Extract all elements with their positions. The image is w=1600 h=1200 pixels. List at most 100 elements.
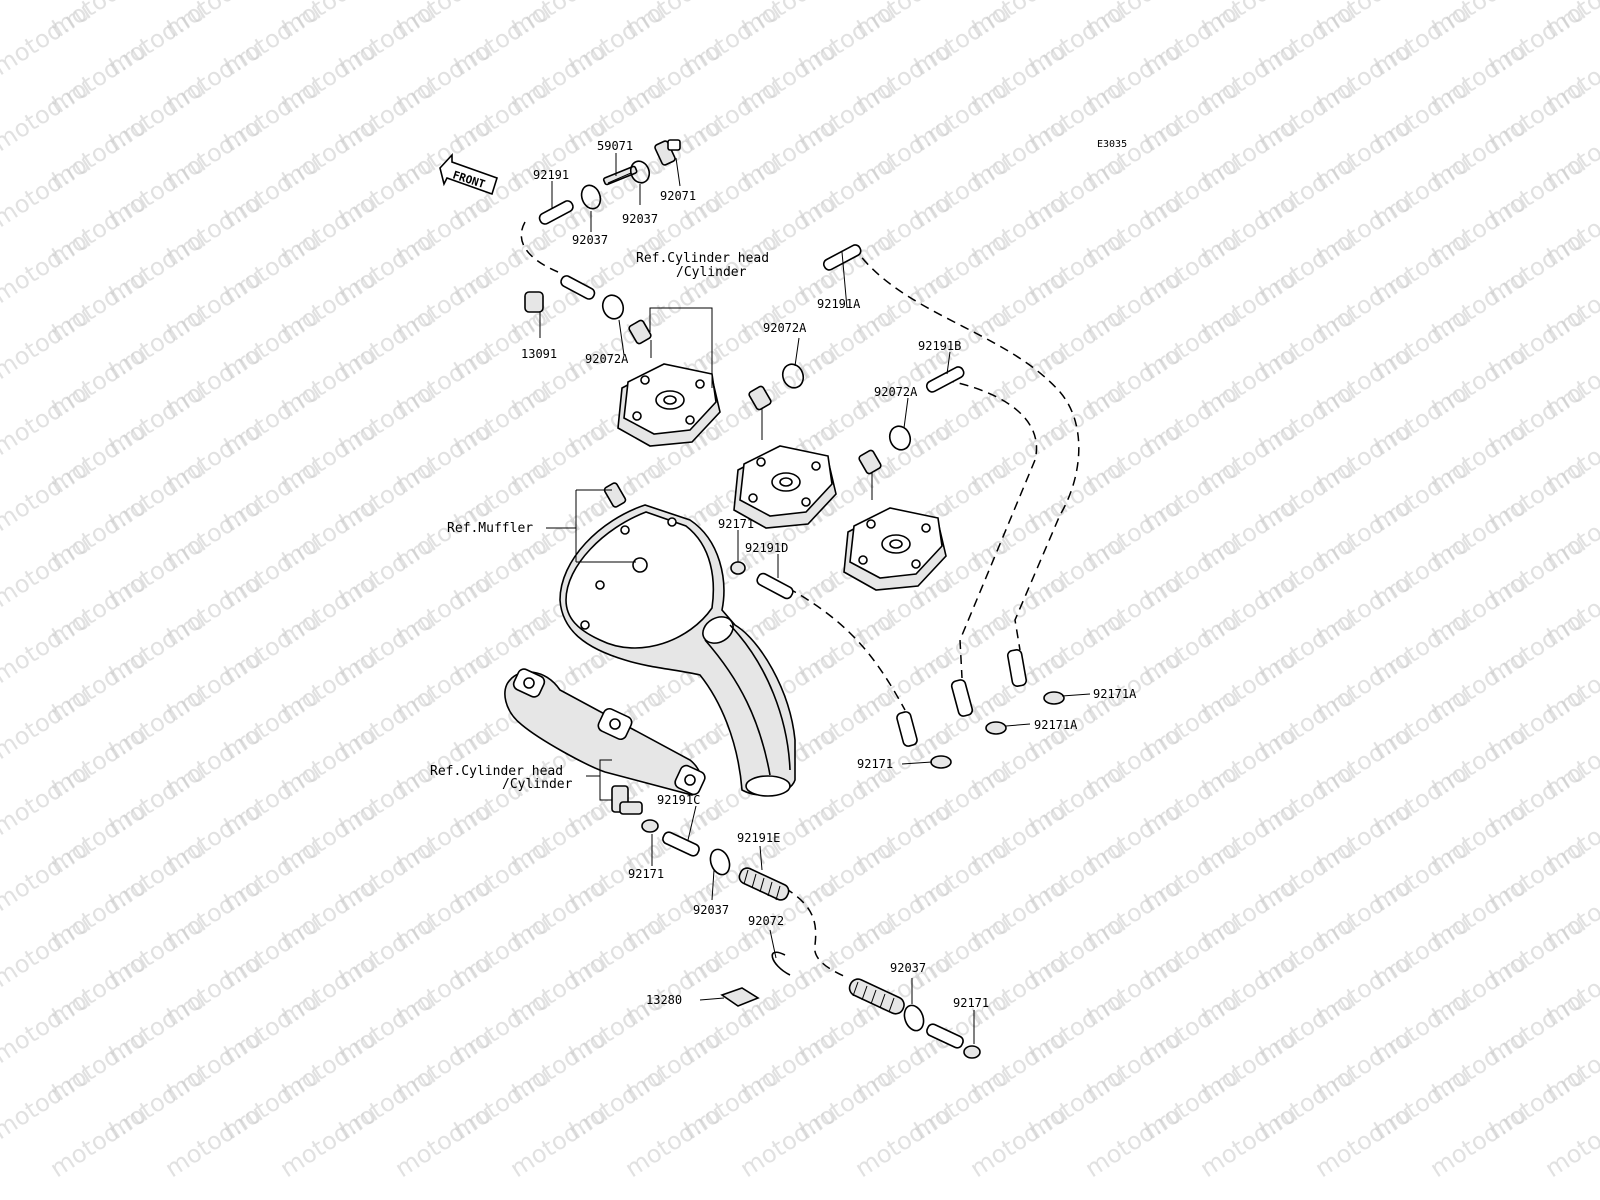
label-92171a-lower: 92171A (1034, 718, 1078, 732)
elbow-fitting-right (858, 449, 882, 500)
label-59071: 59071 (597, 139, 633, 153)
label-92191: 92191 (533, 168, 569, 182)
watermark-text: motod.ru (45, 1100, 153, 1183)
leader-lines (539, 153, 1091, 1044)
cylinder-head-2 (733, 445, 837, 529)
label-ref-cylinder-head-bottom-1: Ref.Cylinder head (430, 764, 563, 779)
label-92037-top: 92037 (572, 233, 608, 247)
cylinder-head-1 (617, 363, 721, 447)
elbow-fitting-mid (748, 385, 772, 440)
watermark-text: motod.ru (0, 378, 96, 461)
watermark-text: motod.ru (965, 1100, 1073, 1183)
label-ref-cylinder-head-top-2: /Cylinder (676, 265, 747, 280)
clip-92037-lower (709, 848, 731, 876)
watermark-text: motod.ru (1540, 1100, 1600, 1183)
plate-13280 (720, 987, 760, 1007)
label-92037-lower: 92037 (693, 903, 729, 917)
watermark-text: motod.ru (390, 1100, 498, 1183)
label-92072: 92072 (748, 914, 784, 928)
fitting-92071 (654, 139, 681, 166)
hose-92191b (925, 366, 965, 393)
front-arrow-icon: FRONT (439, 152, 498, 196)
diagram-code: E3035 (1097, 139, 1127, 150)
cylinder-head-3 (843, 507, 947, 591)
label-13091: 13091 (521, 347, 557, 361)
hose-end-center (896, 711, 918, 747)
elbow-fitting-lower (611, 785, 643, 815)
clip-92037-mid (629, 160, 651, 184)
watermark-text: motod.ru (275, 1100, 383, 1183)
watermark-text: motod.ru (0, 454, 96, 537)
hose-end-right-b (950, 679, 974, 717)
hose-bottom (926, 1023, 964, 1049)
watermark-text: motod.ru (1080, 1100, 1188, 1183)
watermark-text: motod.ru (0, 682, 96, 765)
watermark-text: motod.ru (0, 530, 96, 613)
muffler-assembly (559, 482, 796, 797)
label-92071: 92071 (660, 189, 696, 203)
watermark-text: motod.ru (0, 150, 96, 233)
label-92171-lower: 92171 (628, 867, 664, 881)
watermark-text: motod.ru (160, 1100, 268, 1183)
bolt-59071 (602, 165, 638, 186)
label-92037-mid: 92037 (622, 212, 658, 226)
watermark-text: motod.ru (0, 758, 96, 841)
clamp-92171-lower (641, 819, 659, 833)
clamp-92171-bottom (963, 1045, 981, 1059)
label-92072a-right: 92072A (874, 385, 918, 399)
hose-92191c (662, 831, 700, 857)
callout-labels: 59071 92191 92037 92071 92037 Ref.Cylind… (430, 139, 1137, 1010)
watermark-text: motod.ru (0, 302, 96, 385)
watermark-text: motod.ru (1425, 1100, 1533, 1183)
watermark-text: motod.ru (0, 1062, 96, 1145)
clip-92072a-right (888, 425, 912, 451)
label-92171-upper: 92171 (718, 517, 754, 531)
label-92171a-upper: 92171A (1093, 687, 1137, 701)
clip-92072a-mid (781, 363, 805, 389)
clip-92037-bottom (903, 1004, 925, 1032)
hose-92191d (756, 572, 794, 600)
hose-92191 (538, 200, 574, 225)
clamp-92171a-lower (985, 721, 1007, 735)
watermark-text: motod.ru (0, 0, 96, 81)
hose-corrugated-bottom (848, 978, 905, 1015)
watermark-text: motod.ru (735, 1100, 843, 1183)
label-92171-bottom: 92171 (953, 996, 989, 1010)
watermark-text: motod.ru (620, 1100, 728, 1183)
watermark-text: motod.ru (1310, 1100, 1418, 1183)
clip-92072 (771, 951, 791, 976)
label-92072a-mid: 92072A (763, 321, 807, 335)
watermark-text: motod.ru (0, 910, 96, 993)
watermark-text: motod.ru (0, 226, 96, 309)
clamp-92171a-upper (1043, 691, 1065, 705)
label-92072a-left: 92072A (585, 352, 629, 366)
exhaust-manifold (504, 668, 706, 796)
label-ref-cylinder-head-top-1: Ref.Cylinder head (636, 251, 769, 266)
watermark-text: motod.ru (0, 74, 96, 157)
label-92191a: 92191A (817, 297, 861, 311)
clip-92037-top (580, 184, 602, 210)
watermark-text: motod.ru (0, 834, 96, 917)
watermark-text: motod.ru (0, 606, 96, 689)
hose-short (560, 275, 596, 300)
hose-end-right-a (1006, 649, 1028, 687)
watermark-text: motod.ru (0, 986, 96, 1069)
hose-92191e-corrugated (738, 867, 790, 901)
fitting-92171-upper (730, 561, 746, 575)
label-92191b: 92191B (918, 339, 961, 353)
label-13280: 13280 (646, 993, 682, 1007)
elbow-fitting-left (628, 319, 652, 358)
hose-routing (520, 221, 1080, 979)
clip-92072a-left (601, 294, 625, 320)
watermark-text: motod.ru (1195, 1100, 1303, 1183)
watermark-text: motod.ru (505, 1100, 613, 1183)
label-92191e: 92191E (737, 831, 780, 845)
clamp-92171-right (930, 755, 952, 769)
label-92037-bottom: 92037 (890, 961, 926, 975)
watermark-text: motod.ru (850, 1100, 958, 1183)
label-ref-cylinder-head-bottom-2: /Cylinder (502, 777, 573, 792)
label-92171-right: 92171 (857, 757, 893, 771)
plug-13091 (524, 291, 544, 313)
